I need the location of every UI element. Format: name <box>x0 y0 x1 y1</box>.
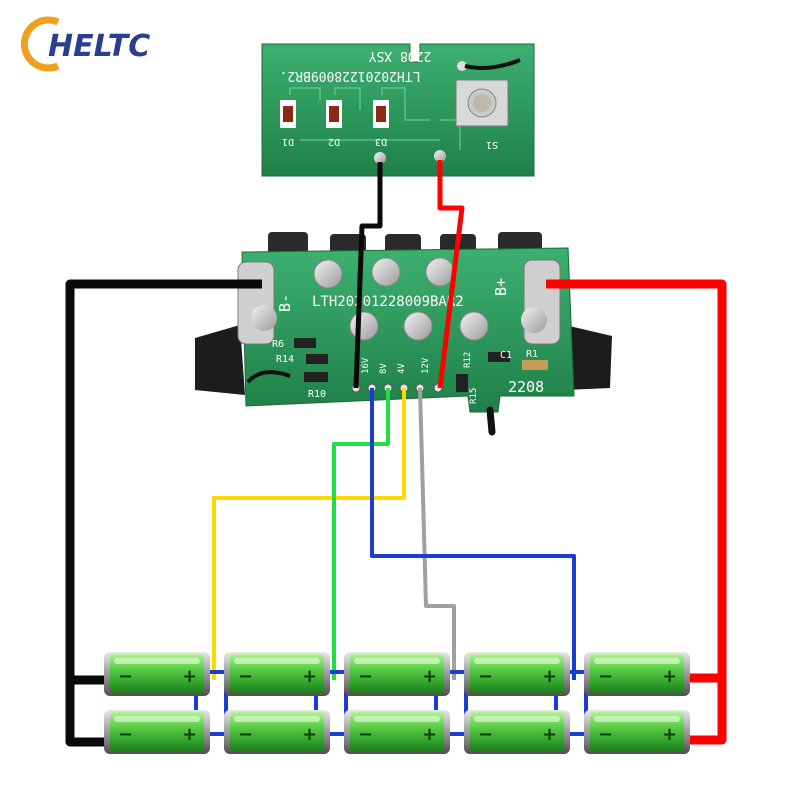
svg-text:R6: R6 <box>272 339 284 350</box>
cell-plus-label: + <box>182 724 197 745</box>
battery-cell: −+ <box>584 652 690 696</box>
svg-text:R10: R10 <box>308 389 326 400</box>
svg-text:D1: D1 <box>282 136 294 147</box>
battery-cell: −+ <box>464 652 570 696</box>
led-pos-wire <box>437 160 465 389</box>
logo-crescent-icon <box>20 16 60 72</box>
cell-minus-label: − <box>238 666 253 687</box>
cell-interconnects <box>194 670 588 736</box>
cell-minus-label: − <box>238 724 253 745</box>
cell-minus-label: − <box>598 724 613 745</box>
svg-text:D2: D2 <box>328 136 340 147</box>
tap-12v-label: 12V <box>421 357 431 374</box>
cell-minus-label: − <box>478 666 493 687</box>
led-board-neg-pad <box>374 152 386 164</box>
svg-text:R1: R1 <box>526 349 538 360</box>
bms-part-number: LTH20201228009BAR2 <box>312 294 464 310</box>
cell-plus-label: + <box>422 666 437 687</box>
wires <box>65 160 727 747</box>
cell-plus-label: + <box>542 666 557 687</box>
cell-minus-label: − <box>358 666 373 687</box>
logo-text: HELTC <box>48 29 150 64</box>
led-neg-wire <box>353 162 383 389</box>
svg-text:D3: D3 <box>375 136 387 147</box>
b-minus-terminal <box>237 261 275 345</box>
brand-logo: HELTC <box>20 16 150 72</box>
cell-minus-label: − <box>118 666 133 687</box>
battery-cell: −+ <box>224 710 330 754</box>
battery-cell: −+ <box>344 652 450 696</box>
cell-plus-label: + <box>302 724 317 745</box>
tap-16v-label: 16V <box>361 357 371 374</box>
b-plus-label: B+ <box>492 278 510 296</box>
cell-minus-label: − <box>598 666 613 687</box>
battery-cell: −+ <box>344 710 450 754</box>
battery-cell: −+ <box>224 652 330 696</box>
pack-positive-wire <box>546 279 727 745</box>
led-board-date-code: 2208 XSY <box>369 48 432 63</box>
battery-pack: −+−+−+−+−+−+−+−+−+−+ <box>104 652 690 754</box>
led-d3: D3 <box>373 100 389 147</box>
b-minus-label: B- <box>276 294 294 312</box>
cell-minus-label: − <box>118 724 133 745</box>
svg-text:R15: R15 <box>469 388 479 404</box>
svg-text:C1: C1 <box>500 350 512 361</box>
led-d1: D1 <box>280 100 296 147</box>
bms-power-pads <box>313 257 489 341</box>
led-indicator-board: 2208 XSY LTH20201228009BR2. D1 D2 D3 <box>261 43 535 177</box>
cell-plus-label: + <box>422 724 437 745</box>
battery-cell: −+ <box>104 710 210 754</box>
cell-plus-label: + <box>302 666 317 687</box>
bms-maker: XSY <box>510 400 534 415</box>
tap-16v-wire <box>370 388 576 680</box>
cell-plus-label: + <box>542 724 557 745</box>
bms-resistors: R6 R14 R10 C1 R1 R12 R15 <box>272 338 548 404</box>
cell-minus-label: − <box>478 724 493 745</box>
switch-s1: S1 <box>455 79 509 150</box>
bms-board: B- B+ LTH20201228009BAR2 R6 R14 R10 C1 R… <box>195 232 612 436</box>
tap-4v-label: 4V <box>397 363 407 374</box>
tap-4v-wire <box>212 388 406 680</box>
cell-plus-label: + <box>662 724 677 745</box>
led-d2: D2 <box>326 100 342 147</box>
led-board-signal-pad <box>457 61 467 71</box>
led-board-silkscreen: 2208 XSY LTH20201228009BR2. <box>280 48 432 83</box>
battery-cell: −+ <box>104 652 210 696</box>
bms-date-code: 2208 <box>508 378 544 396</box>
cell-plus-label: + <box>182 666 197 687</box>
cell-plus-label: + <box>662 666 677 687</box>
led-board-part-number: LTH20201228009BR2. <box>280 68 421 83</box>
battery-cell: −+ <box>584 710 690 754</box>
pack-negative-wire <box>65 279 262 747</box>
tap-8v-wire <box>332 388 390 680</box>
svg-text:S1: S1 <box>486 139 498 150</box>
svg-text:R14: R14 <box>276 354 294 365</box>
cell-minus-label: − <box>358 724 373 745</box>
tap-12v-wire <box>418 387 456 680</box>
tap-8v-label: 8V <box>379 363 389 374</box>
thermistor <box>486 406 496 436</box>
led-board-signal-wire <box>464 58 521 70</box>
battery-cell: −+ <box>464 710 570 754</box>
led-board-pos-pad <box>434 150 446 162</box>
svg-text:R12: R12 <box>463 352 473 368</box>
